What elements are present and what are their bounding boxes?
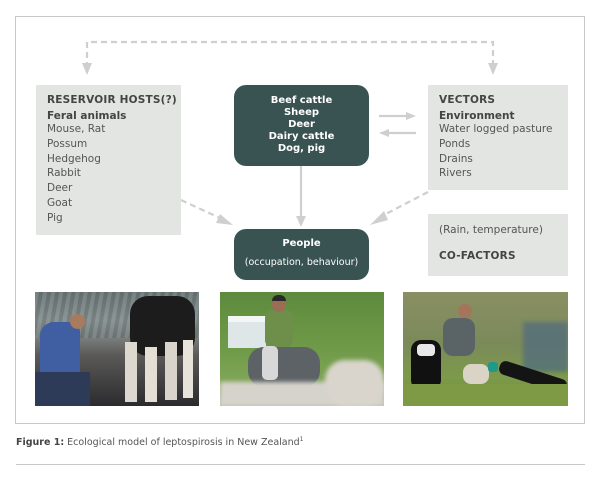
reservoir-hosts-box: RESERVOIR HOSTS(?) Feral animals Mouse, … <box>36 85 181 235</box>
reservoir-hosts-title: RESERVOIR HOSTS(?) <box>47 94 177 106</box>
livestock-item: Dairy cattle <box>268 131 335 142</box>
cofactors-detail: (Rain, temperature) <box>439 224 543 236</box>
people-title: People <box>282 238 321 249</box>
people-detail: (occupation, behaviour) <box>244 257 359 268</box>
reservoir-item: Goat <box>47 196 73 209</box>
reservoir-item: Pig <box>47 211 63 224</box>
vectors-item: Drains <box>439 152 473 165</box>
figure-caption: Figure 1: Ecological model of leptospiro… <box>16 436 304 448</box>
people-box: People (occupation, behaviour) <box>234 229 369 280</box>
vectors-item: Ponds <box>439 137 471 150</box>
caption-reference: 1 <box>299 436 304 443</box>
reservoir-vector-link-arrow <box>82 40 498 75</box>
reservoir-item: Deer <box>47 182 73 195</box>
photo-dairy-farmer <box>35 292 199 406</box>
cofactors-title: CO-FACTORS <box>439 249 516 262</box>
reservoir-item: Rabbit <box>47 167 81 180</box>
photo-farmer-dog-sheep <box>403 292 568 406</box>
vectors-subtitle: Environment <box>439 110 515 122</box>
cofactors-box: (Rain, temperature) CO-FACTORS <box>428 214 568 276</box>
livestock-people-arrow <box>296 166 306 227</box>
reservoir-item: Hedgehog <box>47 152 101 165</box>
vectors-title: VECTORS <box>439 94 496 106</box>
livestock-item: Dog, pig <box>277 143 326 154</box>
livestock-item: Beef cattle <box>270 95 333 106</box>
vectors-item: Rivers <box>439 167 472 180</box>
vectors-item: Water logged pasture <box>439 123 553 135</box>
caption-label: Figure 1: <box>16 437 65 449</box>
photo-horse-rider <box>220 292 384 406</box>
livestock-box: Beef cattle Sheep Deer Dairy cattle Dog,… <box>234 85 369 166</box>
vectors-people-arrow <box>370 191 429 225</box>
reservoir-item: Mouse, Rat <box>47 123 106 135</box>
reservoir-hosts-subtitle: Feral animals <box>47 110 127 122</box>
livestock-item: Sheep <box>283 107 320 118</box>
livestock-vectors-arrows <box>379 112 416 137</box>
vectors-box: VECTORS Environment Water logged pasture… <box>428 85 568 190</box>
caption-text: Ecological model of leptospirosis in New… <box>64 437 300 449</box>
caption-divider <box>16 464 585 465</box>
reservoir-item: Possum <box>47 137 88 150</box>
reservoir-people-arrow <box>180 199 233 225</box>
livestock-item: Deer <box>288 119 315 130</box>
